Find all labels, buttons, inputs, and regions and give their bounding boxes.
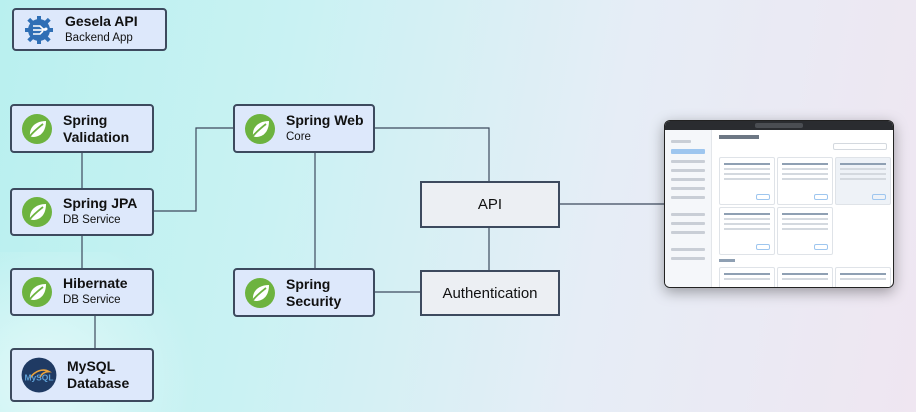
gear-circuit-icon <box>25 15 53 44</box>
mysql-node: MySQL MySQL Database <box>10 348 154 402</box>
frontend-screenshot-thumbnail <box>664 120 894 288</box>
spring-web-title: Spring Web <box>286 111 364 128</box>
hibernate-title: Hibernate <box>63 275 128 291</box>
thumbnail-card <box>719 267 775 287</box>
authentication-box: Authentication <box>420 270 560 316</box>
thumbnail-card <box>719 157 775 205</box>
thumbnail-card <box>835 157 891 205</box>
thumbnail-card <box>777 267 833 287</box>
spring-leaf-icon <box>22 197 52 227</box>
spring-validation-line1: Spring <box>63 111 108 128</box>
api-label: API <box>477 196 503 213</box>
mysql-dolphin-icon: MySQL <box>21 357 57 393</box>
spring-leaf-icon <box>22 277 52 307</box>
spring-web-node: Spring Web Core <box>233 104 375 153</box>
connector-jpa-web <box>154 127 233 212</box>
authentication-label: Authentication <box>442 284 538 302</box>
thumbnail-heading <box>719 135 759 139</box>
spring-security-node: Spring Security <box>233 268 375 317</box>
app-title-box: Gesela API Backend App <box>12 8 167 51</box>
app-subtitle: Backend App <box>65 31 133 44</box>
hibernate-subtitle: DB Service <box>63 294 121 306</box>
app-title: Gesela API <box>65 12 138 29</box>
mysql-line1: MySQL <box>67 358 116 374</box>
spring-validation-node: Spring Validation <box>10 104 154 153</box>
thumbnail-card <box>777 207 833 255</box>
thumbnail-card <box>835 267 891 287</box>
spring-jpa-subtitle: DB Service <box>63 214 121 226</box>
spring-jpa-title: Spring JPA <box>63 195 138 211</box>
spring-leaf-icon <box>245 113 275 144</box>
thumbnail-window-bar <box>665 121 893 130</box>
thumbnail-search <box>833 143 887 150</box>
spring-security-line1: Spring <box>286 275 331 292</box>
spring-validation-line2: Validation <box>63 128 130 145</box>
spring-jpa-node: Spring JPA DB Service <box>10 188 154 236</box>
mysql-line2: Database <box>67 375 130 391</box>
spring-security-line2: Security <box>286 292 342 309</box>
thumbnail-section-label <box>719 259 735 262</box>
spring-web-subtitle: Core <box>286 130 311 143</box>
hibernate-node: Hibernate DB Service <box>10 268 154 316</box>
thumbnail-card <box>719 207 775 255</box>
thumbnail-card <box>777 157 833 205</box>
thumbnail-sidebar <box>665 130 712 287</box>
spring-leaf-icon <box>22 113 52 144</box>
mysql-logo-text: MySQL <box>24 373 53 383</box>
connector-web-api <box>375 127 490 181</box>
spring-leaf-icon <box>245 277 275 308</box>
api-box: API <box>420 181 560 228</box>
